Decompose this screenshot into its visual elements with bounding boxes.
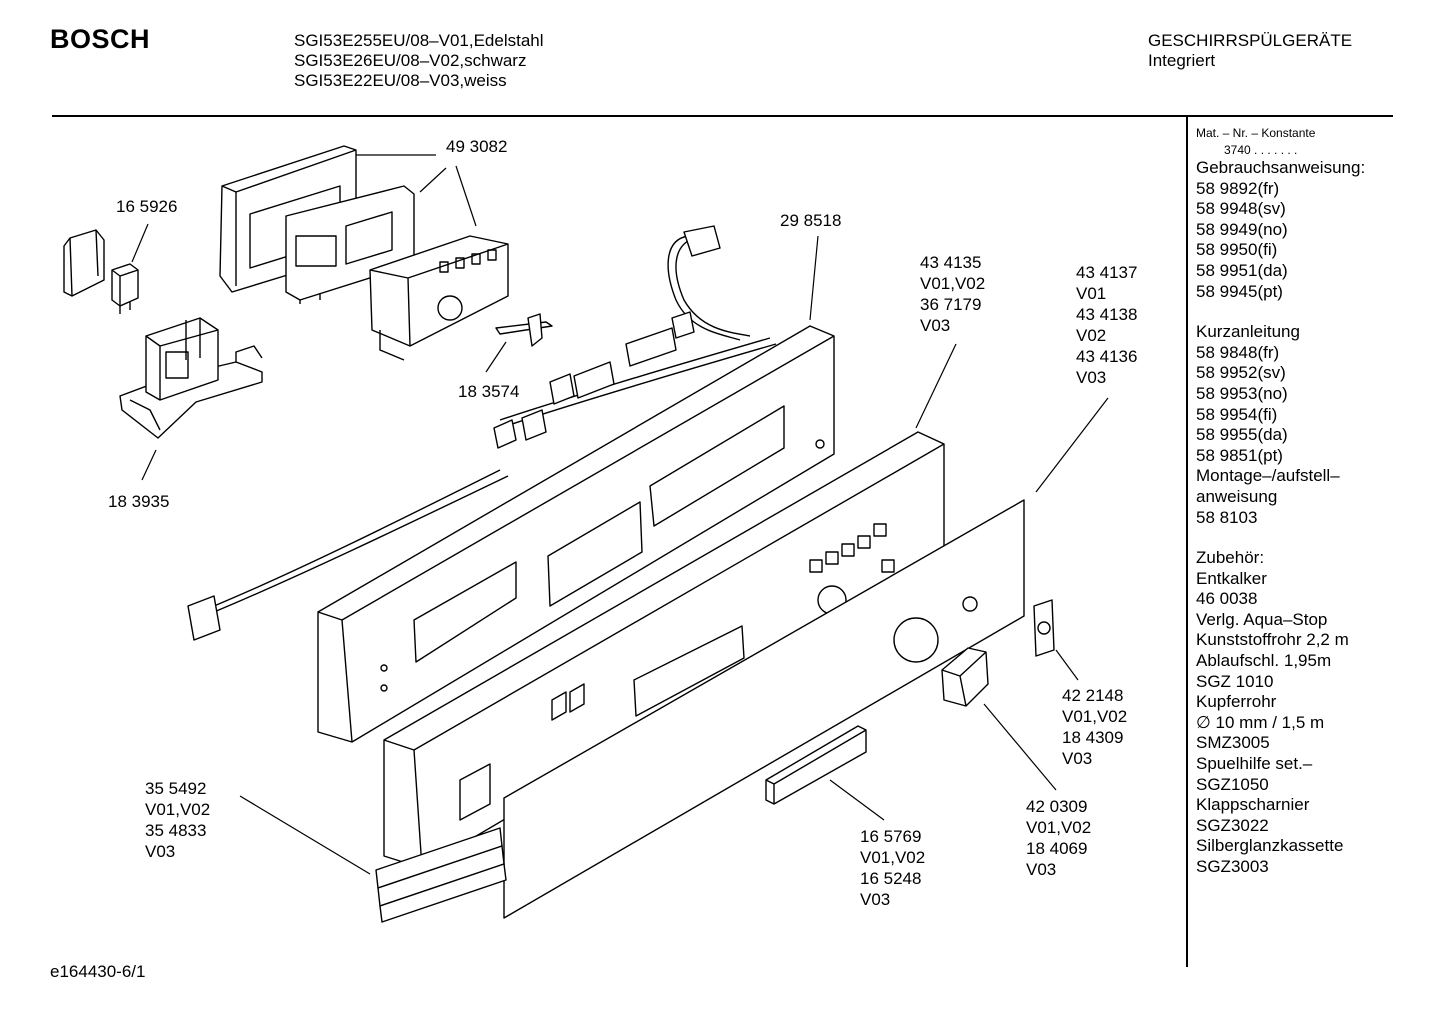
model-line: SGI53E255EU/08–V01,Edelstahl (294, 31, 544, 50)
part-label-420309: 42 0309 V01,V02 18 4069 V03 (1026, 797, 1092, 879)
sidebar-line: 58 9953(no) (1196, 383, 1288, 403)
part-small-switch (1033, 599, 1055, 657)
part-label-165769: 16 5769 V01,V02 16 5248 V03 (860, 827, 926, 909)
sidebar-line: Verlg. Aqua–Stop (1196, 609, 1328, 629)
sidebar-accessories: Mat. – Nr. – Konstante 3740 . . . . . . … (1196, 125, 1391, 878)
exploded-parts-diagram (63, 145, 1109, 923)
sidebar-line: Zubehör: (1196, 548, 1265, 568)
part-label-493082: 49 3082 (446, 137, 508, 156)
brand-logo: BOSCH (50, 24, 151, 54)
sidebar-line: 58 9949(no) (1196, 219, 1288, 239)
sidebar-line: ∅ 10 mm / 1,5 m (1196, 712, 1325, 732)
sidebar-line: SGZ 1010 (1196, 671, 1274, 691)
category-title: GESCHIRRSPÜLGERÄTE (1148, 31, 1353, 50)
sidebar-line: 58 9950(fi) (1196, 240, 1278, 260)
part-label-298518: 29 8518 (780, 211, 842, 230)
part-label-183935: 18 3935 (108, 492, 170, 511)
sidebar-line: Kupferrohr (1196, 692, 1277, 712)
part-spacer-strips (375, 827, 507, 923)
part-control-module (219, 145, 509, 361)
sidebar-line: 58 9945(pt) (1196, 281, 1283, 301)
part-lock-housing (119, 317, 263, 439)
sidebar-line: Gebrauchsanweisung: (1196, 158, 1366, 177)
part-label-422148: 42 2148 V01,V02 18 4309 V03 (1062, 686, 1128, 768)
sidebar-line: 58 9951(da) (1196, 260, 1288, 280)
sidebar-line: anweisung (1196, 486, 1278, 506)
sidebar-line: 58 9952(sv) (1196, 363, 1286, 383)
sidebar-line: Ablaufschl. 1,95m (1196, 651, 1332, 671)
part-label-183574: 18 3574 (458, 382, 520, 401)
sidebar-gap (1196, 302, 1391, 322)
sidebar-line: SGZ3022 (1196, 815, 1269, 835)
sidebar-line: 58 9851(pt) (1196, 445, 1283, 465)
sidebar-line: 58 9848(fr) (1196, 342, 1280, 362)
sidebar-divider (1186, 117, 1188, 967)
part-label-434137: 43 4137 V01 43 4138 V02 43 4136 V03 (1076, 263, 1138, 387)
sidebar-line: Entkalker (1196, 568, 1267, 588)
appliance-category: GESCHIRRSPÜLGERÄTE Integriert (1148, 31, 1352, 71)
part-wire-harness (187, 225, 777, 641)
sidebar-line: Silberglanzkassette (1196, 836, 1344, 856)
part-inner-frame (317, 325, 835, 743)
category-subtitle: Integriert (1148, 51, 1216, 70)
mat-value: 3740 . . . . . . . (1224, 143, 1298, 157)
part-label-355492: 35 5492 V01,V02 35 4833 V03 (145, 779, 211, 861)
part-label-165926: 16 5926 (116, 197, 178, 216)
drawing-code: e164430-6/1 (50, 962, 146, 981)
model-list: SGI53E255EU/08–V01,Edelstahl SGI53E26EU/… (294, 31, 544, 91)
sidebar-line: 46 0038 (1196, 589, 1258, 609)
sidebar-line: 58 9955(da) (1196, 425, 1288, 445)
mat-label: Mat. – Nr. – Konstante (1196, 126, 1316, 140)
sidebar-line: SMZ3005 (1196, 733, 1270, 753)
part-label-434135: 43 4135 V01,V02 36 7179 V03 (920, 253, 986, 335)
part-cover-clip (63, 229, 139, 314)
model-line: SGI53E22EU/08–V03,weiss (294, 71, 507, 90)
part-knob (941, 647, 989, 707)
part-handle-strip (765, 725, 867, 805)
leader-lines (131, 154, 1109, 875)
sidebar-line: Kurzanleitung (1196, 322, 1300, 342)
header-divider (52, 115, 1393, 117)
sidebar-gap (1196, 528, 1391, 548)
sidebar-line: 58 9948(sv) (1196, 199, 1286, 219)
sidebar-line: Klappscharnier (1196, 795, 1310, 815)
sidebar-line: SGZ1050 (1196, 774, 1269, 794)
sidebar-line: 58 9892(fr) (1196, 178, 1280, 198)
sidebar-line: Montage–/aufstell– (1196, 466, 1340, 486)
sidebar-line: Spuelhilfe set.– (1196, 754, 1313, 774)
sidebar-line: 58 8103 (1196, 507, 1258, 527)
model-line: SGI53E26EU/08–V02,schwarz (294, 51, 527, 70)
sidebar-line: Kunststoffrohr 2,2 m (1196, 630, 1349, 650)
part-outer-panel (383, 431, 945, 869)
part-pin (495, 313, 553, 347)
sidebar-line: 58 9954(fi) (1196, 404, 1278, 424)
sidebar-line: SGZ3003 (1196, 857, 1269, 876)
sidebar-lines: Gebrauchsanweisung:58 9892(fr)58 9948(sv… (1196, 158, 1391, 878)
